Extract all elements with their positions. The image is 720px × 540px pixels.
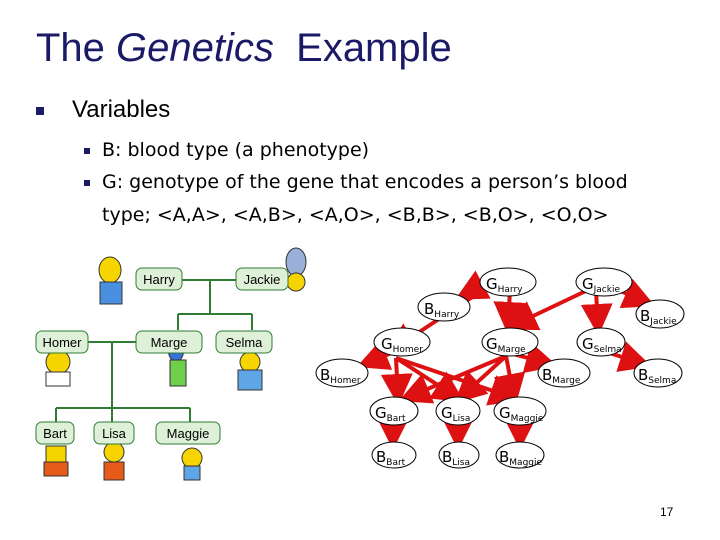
- g-lisa-main: G: [441, 404, 453, 422]
- person-label-jackie: Jackie: [244, 272, 281, 287]
- slide-title: The Genetics Example: [36, 26, 452, 70]
- g-homer-main: G: [381, 335, 393, 353]
- svg-text:BBart: BBart: [376, 448, 406, 468]
- family-tree: [55, 279, 253, 422]
- g-bart-main: G: [375, 404, 387, 422]
- person-label-homer: Homer: [42, 335, 82, 350]
- person-label-bart: Bart: [43, 426, 67, 441]
- g-jackie-sub: Jackie: [593, 285, 621, 295]
- harry-figure: [98, 256, 123, 305]
- svg-text:BSelma: BSelma: [638, 366, 676, 386]
- bullet-marker: [84, 148, 90, 154]
- g-maggie-main: G: [499, 404, 511, 422]
- svg-text:BJackie: BJackie: [640, 307, 677, 327]
- g-homer-sub: Homer: [393, 345, 424, 355]
- svg-text:BLisa: BLisa: [442, 448, 470, 468]
- g-maggie-sub: Maggie: [511, 414, 544, 424]
- g-bart-sub: Bart: [387, 414, 406, 424]
- bullet-marker: [84, 180, 90, 186]
- bullet-marker: [36, 107, 44, 115]
- g-selma-main: G: [582, 335, 594, 353]
- b-selma-sub: Selma: [648, 376, 676, 386]
- bullet-b-definition: B: blood type (a phenotype): [102, 139, 370, 161]
- g-lisa-sub: Lisa: [453, 414, 471, 424]
- b-lisa-main: B: [442, 448, 452, 466]
- b-homer-sub: Homer: [330, 376, 361, 386]
- bullet-g-definition-line2: type; <A,A>, <A,B>, <A,O>, <B,B>, <B,O>,…: [102, 204, 609, 226]
- svg-text:GHomer: GHomer: [381, 335, 423, 355]
- bullet-g-definition-line1: G: genotype of the gene that encodes a p…: [102, 171, 628, 193]
- b-bart-sub: Bart: [386, 458, 405, 468]
- b-lisa-sub: Lisa: [452, 458, 470, 468]
- svg-text:GBart: GBart: [375, 404, 406, 424]
- maggie-figure: [181, 447, 203, 481]
- svg-text:BMarge: BMarge: [542, 366, 581, 386]
- g-marge-main: G: [486, 335, 498, 353]
- svg-text:GJackie: GJackie: [582, 275, 620, 295]
- svg-text:GLisa: GLisa: [441, 404, 470, 424]
- g-selma-sub: Selma: [594, 345, 622, 355]
- person-label-selma: Selma: [226, 335, 264, 350]
- g-marge-sub: Marge: [498, 345, 527, 355]
- person-label-maggie: Maggie: [167, 426, 210, 441]
- person-label-harry: Harry: [143, 272, 175, 287]
- bullet-variables: Variables: [72, 96, 171, 123]
- svg-text:GHarry: GHarry: [486, 275, 523, 295]
- g-harry-main: G: [486, 275, 498, 293]
- b-maggie-sub: Maggie: [509, 458, 542, 468]
- svg-text:BHomer: BHomer: [320, 366, 361, 386]
- b-marge-sub: Marge: [552, 376, 581, 386]
- b-homer-main: B: [320, 366, 330, 384]
- selma-figure: [237, 351, 263, 391]
- svg-text:GMaggie: GMaggie: [499, 404, 544, 424]
- g-harry-sub: Harry: [498, 285, 524, 295]
- person-label-lisa: Lisa: [102, 426, 127, 441]
- b-bart-main: B: [376, 448, 386, 466]
- svg-text:BMaggie: BMaggie: [499, 448, 543, 468]
- jackie-figure: [285, 247, 307, 292]
- b-maggie-main: B: [499, 448, 509, 466]
- svg-text:GMarge: GMarge: [486, 335, 526, 355]
- b-jackie-sub: Jackie: [649, 317, 677, 327]
- b-jackie-main: B: [640, 307, 650, 325]
- homer-figure: [45, 349, 71, 387]
- person-label-marge: Marge: [151, 335, 188, 350]
- b-selma-main: B: [638, 366, 648, 384]
- svg-text:BHarry: BHarry: [424, 300, 460, 320]
- b-harry-main: B: [424, 300, 434, 318]
- g-jackie-main: G: [582, 275, 594, 293]
- b-harry-sub: Harry: [434, 310, 460, 320]
- b-marge-main: B: [542, 366, 552, 384]
- page-number: 17: [660, 505, 674, 519]
- svg-text:GSelma: GSelma: [582, 335, 622, 355]
- bart-figure: [43, 445, 69, 477]
- lisa-figure: [103, 441, 125, 481]
